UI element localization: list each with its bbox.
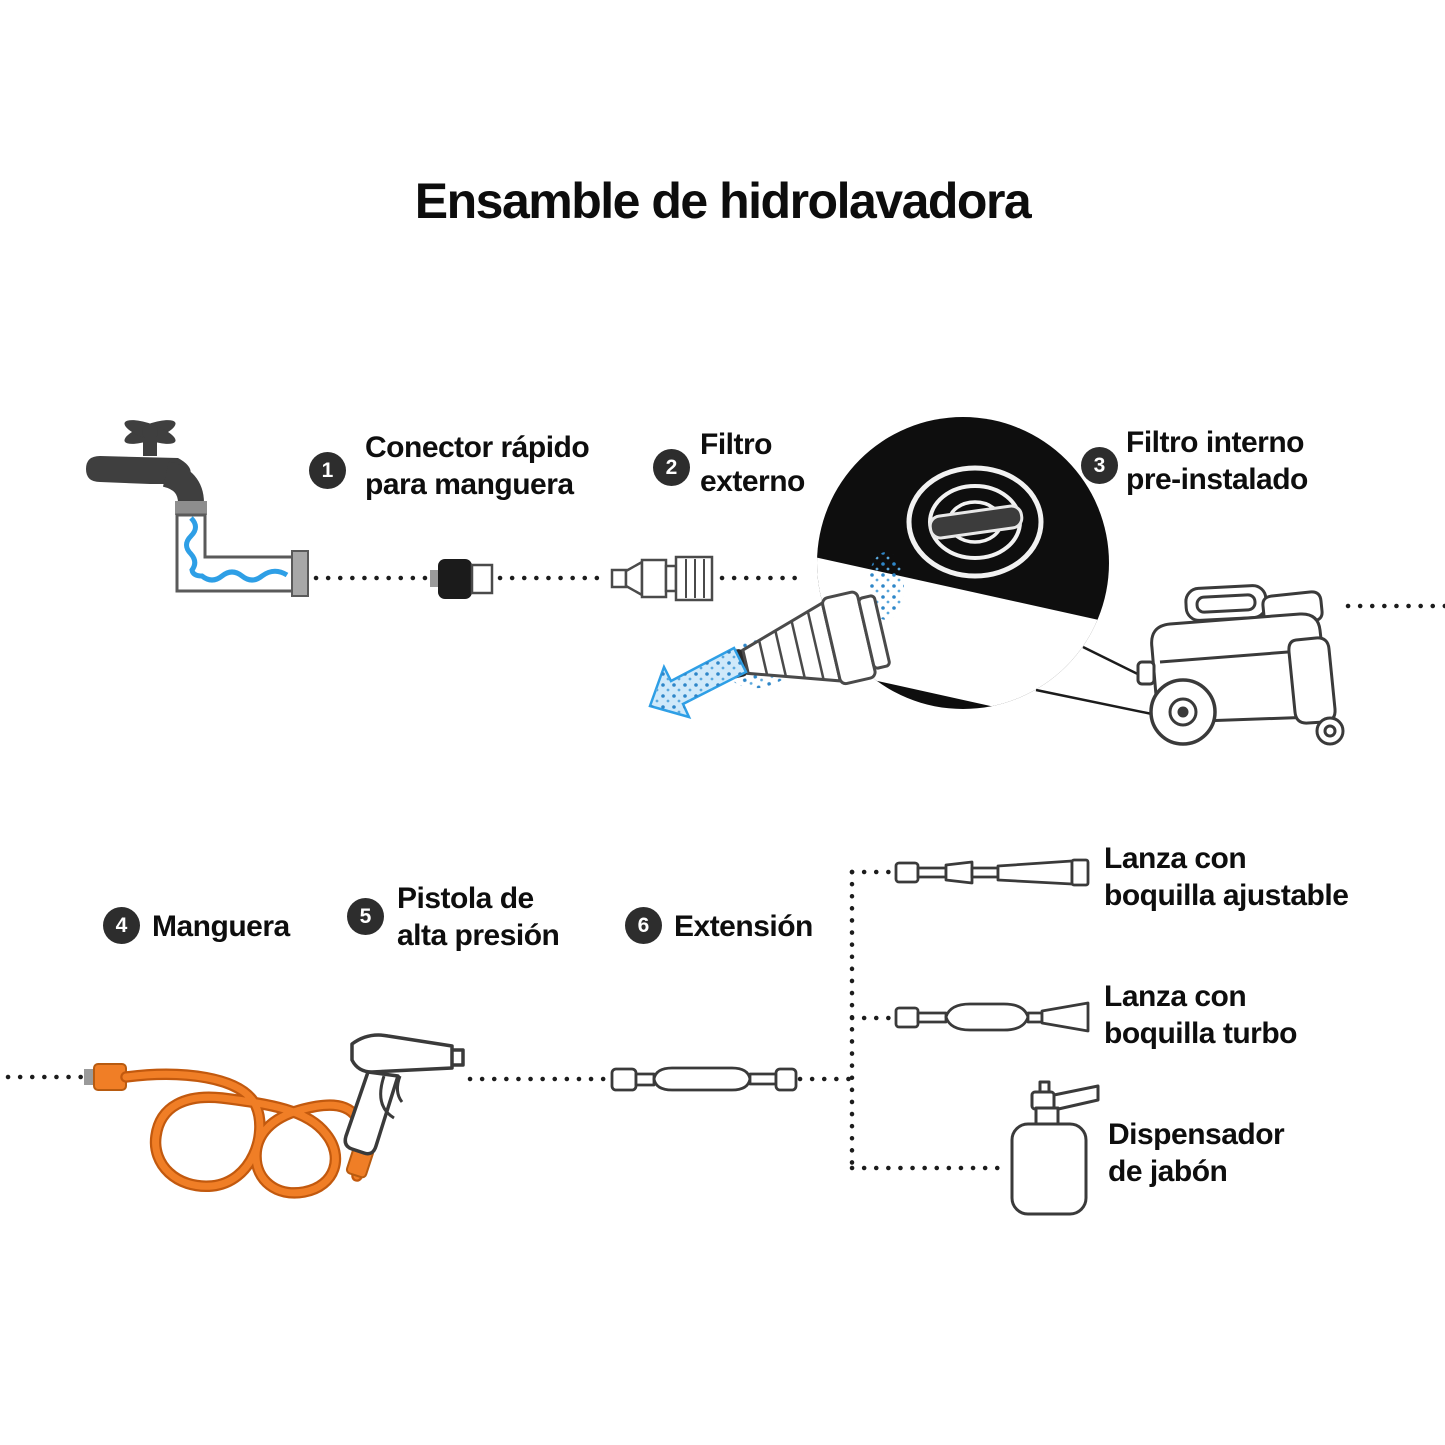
attachment-label-soap-dispenser: Dispensador de jabón xyxy=(1108,1118,1285,1188)
step-badge-1: 1 xyxy=(309,452,346,489)
external-filter-icon xyxy=(610,555,714,602)
page-title: Ensamble de hidrolavadora xyxy=(414,172,1032,229)
pressure-washer-icon xyxy=(1136,584,1345,746)
step-badge-5: 5 xyxy=(347,898,384,935)
extension-wand-icon xyxy=(610,1066,798,1092)
faucet-icon xyxy=(86,420,207,515)
dotted-connector-lines xyxy=(5,575,1445,1171)
step-badge-3: 3 xyxy=(1081,447,1118,484)
step-label-5: Pistola de alta presión xyxy=(397,882,560,952)
attachment-label-adjustable-lance: Lanza con boquilla ajustable xyxy=(1104,842,1349,912)
adjustable-nozzle-lance-icon xyxy=(894,858,1090,887)
turbo-nozzle-lance-icon xyxy=(894,1001,1090,1033)
spray-arrow-icon xyxy=(648,646,748,719)
water-hose-icon xyxy=(175,513,309,597)
quick-connector-icon xyxy=(430,559,494,599)
step-badge-2: 2 xyxy=(653,449,690,486)
soap-dispenser-icon xyxy=(1010,1080,1100,1216)
step-label-2: Filtro externo xyxy=(700,428,805,498)
step-label-1: Conector rápido para manguera xyxy=(365,431,590,501)
step-badge-4: 4 xyxy=(103,907,140,944)
spray-gun-icon xyxy=(343,1033,465,1156)
hose-icon xyxy=(84,1063,375,1199)
attachment-label-turbo-lance: Lanza con boquilla turbo xyxy=(1104,980,1297,1050)
step-label-3: Filtro interno pre-instalado xyxy=(1126,426,1308,496)
step-badge-6: 6 xyxy=(625,907,662,944)
step-label-6: Extensión xyxy=(674,910,813,943)
step-label-4: Manguera xyxy=(152,910,290,943)
